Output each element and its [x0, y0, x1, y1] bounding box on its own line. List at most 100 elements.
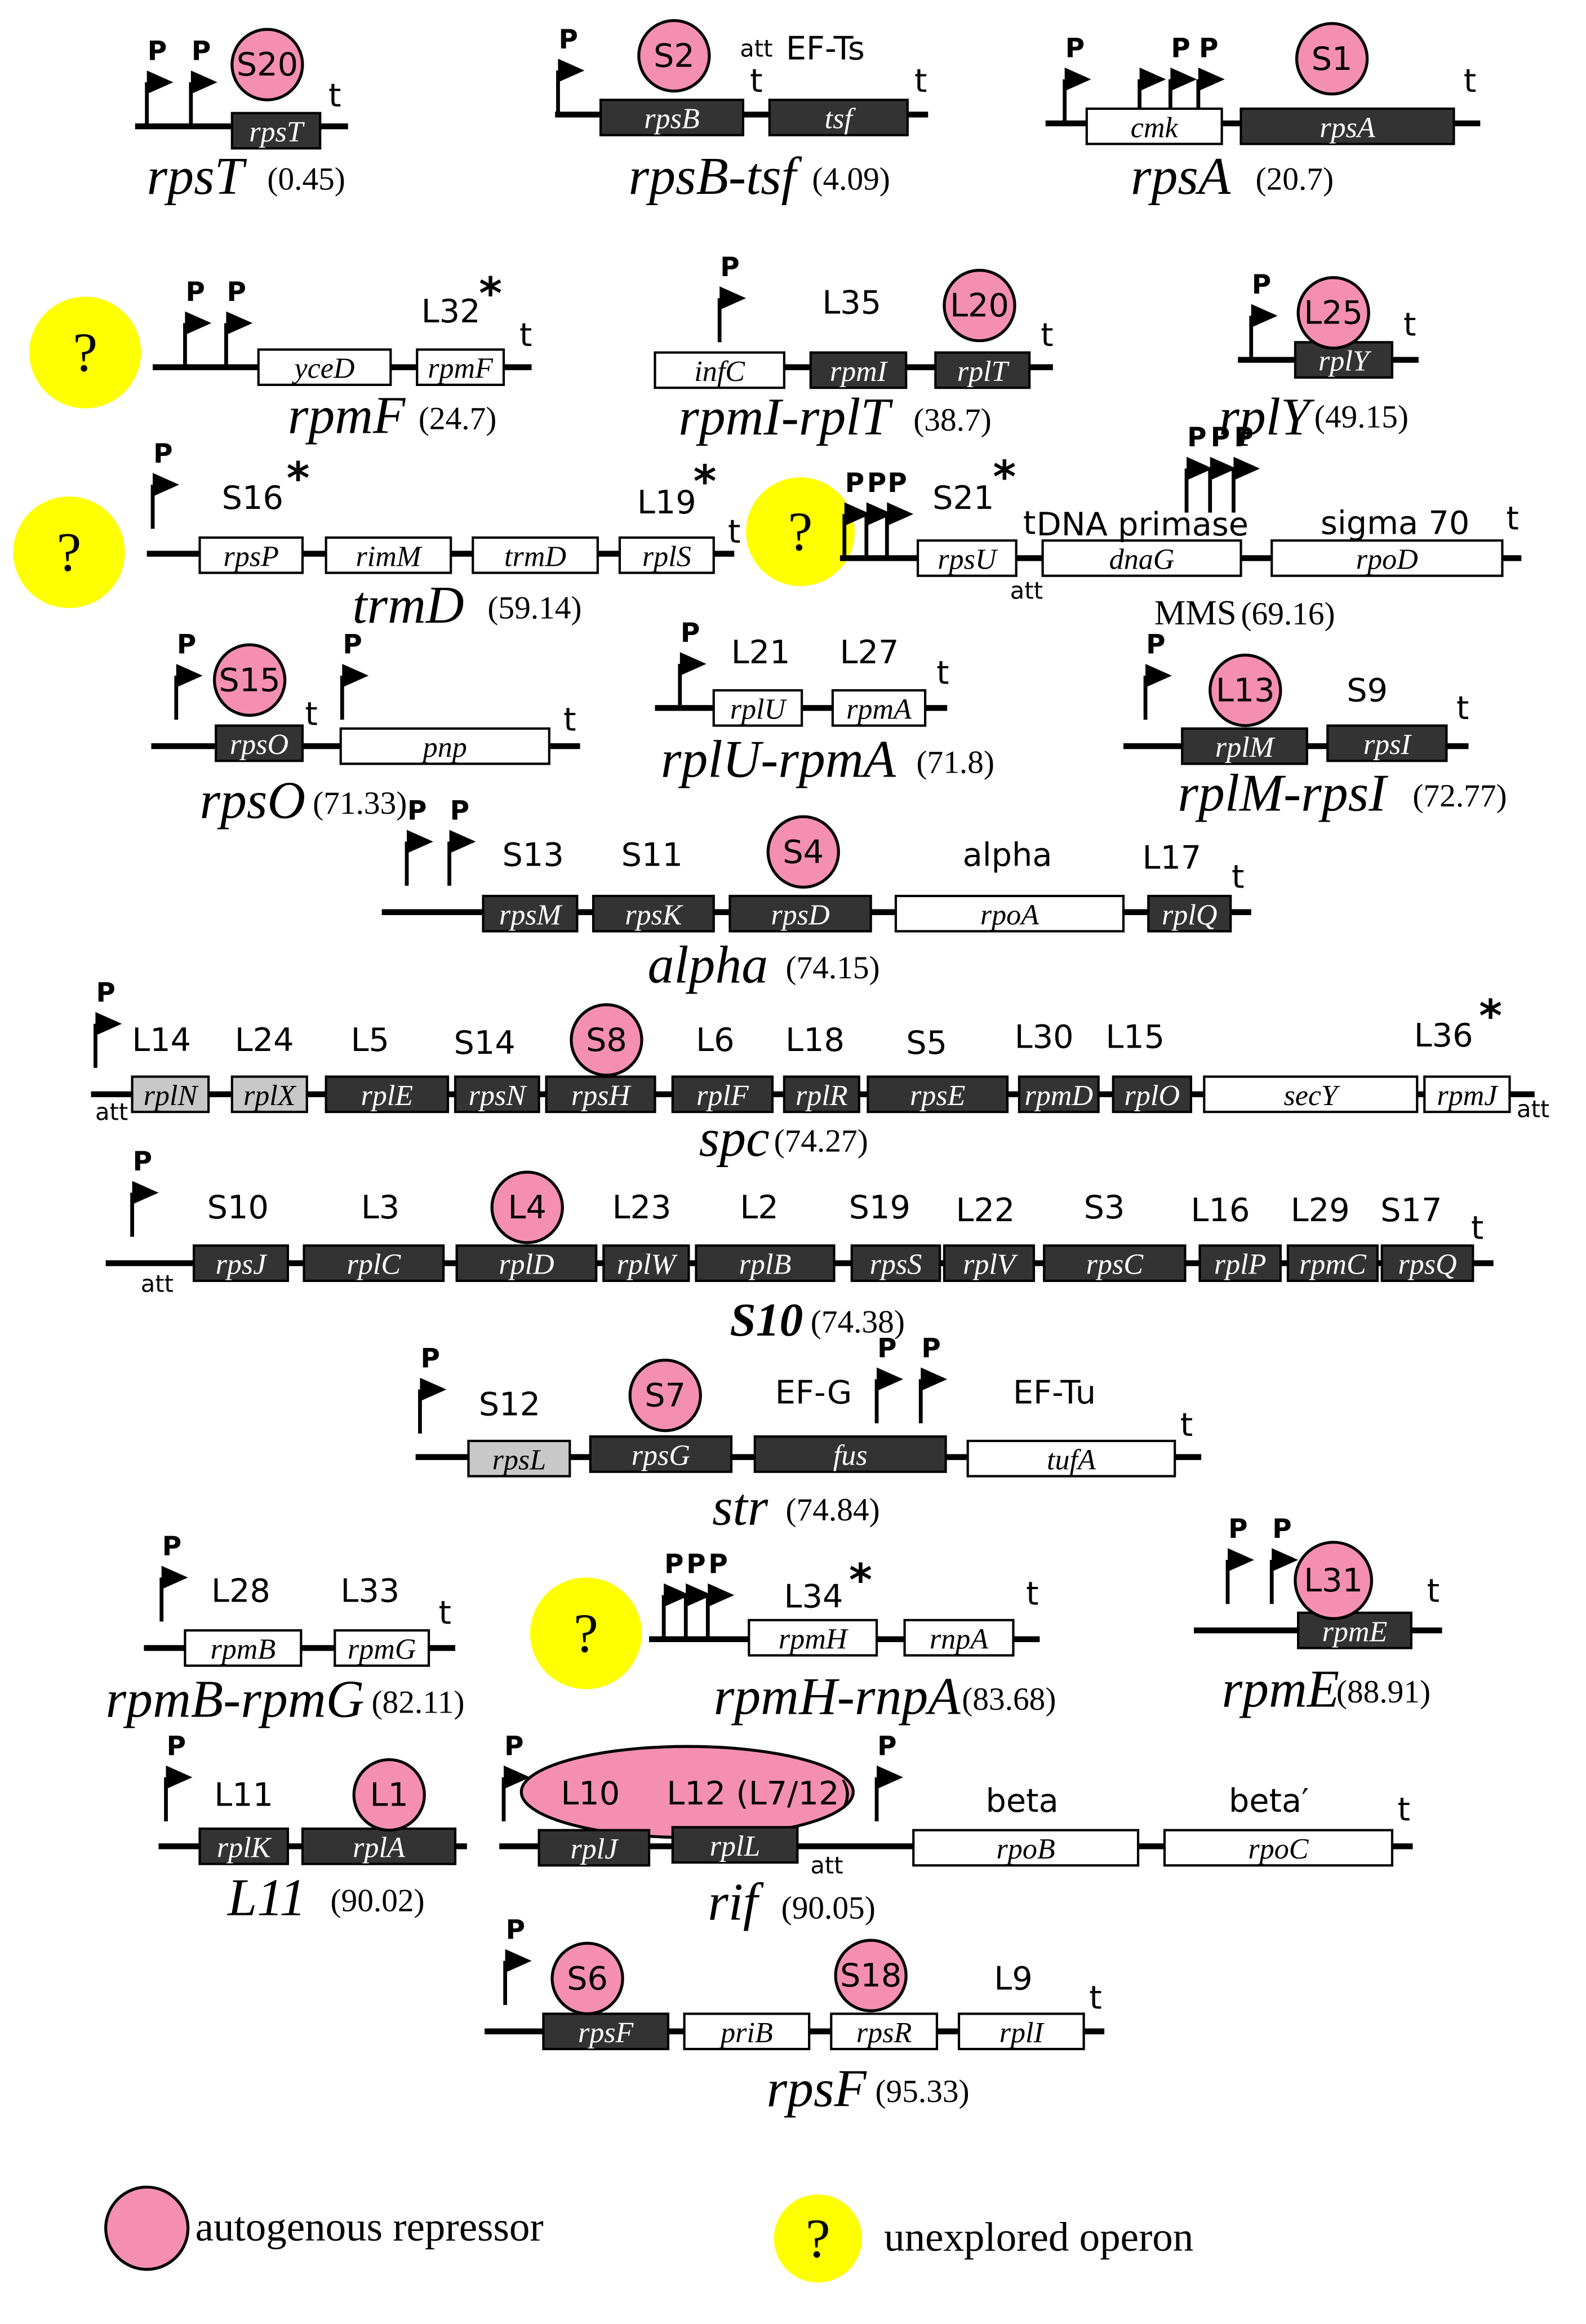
promoter-arrowhead-icon [505, 1949, 532, 1973]
promoter-arrowhead-icon [1187, 456, 1213, 481]
promoter-arrowhead-icon [166, 1765, 193, 1789]
repressor-protein-label: L13 [1216, 672, 1275, 709]
promoter-label: P [1187, 422, 1206, 453]
gene-rplW [602, 1244, 690, 1282]
protein-label: L3 [361, 1188, 399, 1226]
repressor-protein-label: S7 [645, 1377, 686, 1414]
promoter-label: P [1199, 33, 1218, 64]
operon-name: rpmF [288, 387, 406, 445]
protein-label: alpha [963, 836, 1052, 873]
attenuator-label: att [95, 1098, 128, 1126]
operon-name: rpsF [767, 2059, 868, 2118]
protein-label: S5 [906, 1024, 947, 1062]
attenuator-label: att [810, 1852, 843, 1879]
terminator-label: t [750, 62, 762, 100]
operon-name: rpmH-rnpA [714, 1667, 961, 1726]
gene-label: rplP [1214, 1249, 1267, 1281]
promoter-arrowhead-icon [1228, 1548, 1254, 1572]
gene-label: rpoD [1356, 544, 1418, 576]
protein-label: beta [985, 1782, 1058, 1820]
gene-rpsN [454, 1075, 540, 1114]
promoter-arrowhead-icon [877, 1367, 903, 1391]
terminator-label: t [1023, 504, 1036, 542]
promoter-arrowhead-icon [887, 502, 914, 526]
gene-label: yceD [292, 353, 355, 385]
autogenous-repressor-icon [1294, 1541, 1374, 1620]
terminator-label: t [1506, 500, 1518, 538]
map-position: (74.84) [785, 1492, 879, 1528]
gene-rpmA [831, 689, 927, 727]
gene-label: rplT [957, 356, 1010, 388]
protein-label: L35 [822, 283, 881, 321]
map-position: (71.33) [313, 786, 407, 821]
promoter-label: P [1228, 1514, 1247, 1545]
operon-name: MMS [1154, 593, 1237, 632]
gene-label: rpsP [223, 540, 278, 573]
protein-label: L17 [1143, 839, 1202, 877]
operon-name: rpmB-rpmG [106, 1670, 365, 1729]
gene-label: rpmB [210, 1634, 276, 1666]
gene-rpsD [728, 894, 872, 933]
operon-name: rpsA [1131, 147, 1231, 206]
autogenous-repressor-icon [490, 1170, 564, 1244]
gene-rplO [1112, 1075, 1192, 1114]
gene-label: tsf [825, 103, 856, 135]
terminator-label: t [1427, 1572, 1440, 1609]
gene-rplJ [537, 1829, 651, 1867]
repressor-protein-label: L4 [508, 1188, 547, 1226]
repressor-protein-label: S4 [783, 833, 824, 871]
map-position: (90.02) [330, 1883, 424, 1918]
gene-label: rplD [499, 1249, 554, 1281]
gene-label: rplQ [1162, 899, 1217, 931]
map-position: (83.68) [962, 1682, 1056, 1717]
promoter-label: P [504, 1731, 523, 1762]
gene-rplI [957, 2012, 1085, 2051]
promoter-label: P [226, 277, 246, 308]
gene-rpsC [1043, 1244, 1187, 1282]
protein-label: L14 [132, 1021, 191, 1059]
autogenous-repressor-icon [104, 2185, 190, 2271]
gene-tsf [768, 99, 909, 136]
promoter-arrowhead-icon [95, 1012, 122, 1036]
gene-dnaG [1041, 539, 1242, 577]
gene-rplT [934, 351, 1031, 389]
gene-label: rpoC [1248, 1833, 1309, 1865]
gene-trmD [472, 536, 599, 574]
promoter-label: P [1211, 422, 1230, 453]
protein-label: L19 [637, 484, 696, 521]
terminator-label: t [1089, 1979, 1101, 2016]
map-position: (71.8) [916, 744, 994, 780]
map-position: (24.7) [419, 401, 497, 436]
protein-label: S14 [454, 1024, 515, 1062]
operon-name: rif [708, 1873, 764, 1931]
protein-label: EF-Ts [786, 30, 865, 68]
promoter-arrowhead-icon [1272, 1548, 1299, 1572]
question-mark-icon: ? [574, 1603, 598, 1664]
terminator-label: t [728, 513, 740, 551]
gene-rpsT [230, 112, 322, 150]
terminator-label: t [914, 62, 927, 100]
gene-rpsQ [1380, 1244, 1474, 1282]
gene-label: rplE [361, 1080, 413, 1112]
autogenous-repressor-icon [212, 643, 287, 717]
unexplored-operon-icon [530, 1577, 642, 1689]
star-icon: * [287, 453, 310, 504]
promoter-label: P [887, 468, 907, 499]
promoter-label: P [681, 618, 700, 649]
operon-name: rpmE [1222, 1660, 1340, 1718]
promoter-arrowhead-icon [185, 311, 212, 335]
autogenous-repressor-icon [570, 1003, 643, 1077]
promoter-label: P [343, 629, 362, 660]
promoter-label: P [686, 1549, 705, 1580]
attenuator-label: att [141, 1270, 174, 1298]
map-position: (74.27) [774, 1124, 868, 1159]
repressor-protein-label: S2 [654, 37, 695, 75]
gene-rpsK [592, 894, 715, 933]
gene-label: secY [1284, 1080, 1341, 1112]
promoter-arrowhead-icon [153, 473, 179, 496]
